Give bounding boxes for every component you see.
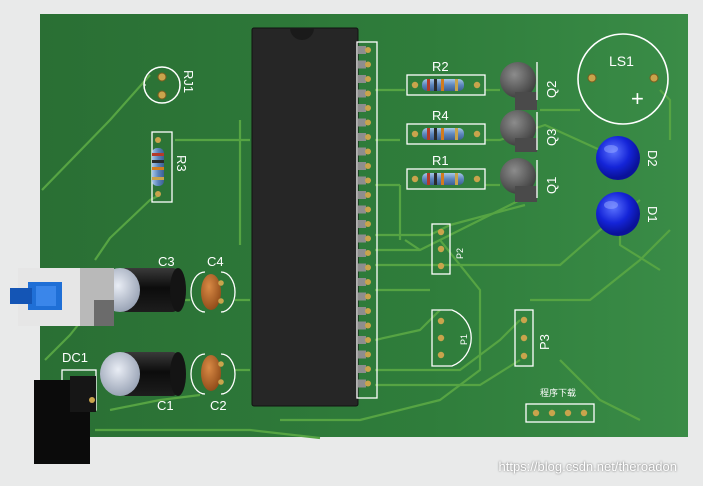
ic-pin <box>358 147 366 156</box>
ic-pin <box>358 263 366 272</box>
c3-label: C3 <box>158 254 175 269</box>
d2-led <box>596 136 640 180</box>
ic-pin <box>358 133 366 141</box>
c1-label: C1 <box>157 398 174 413</box>
ic-pin <box>358 60 366 69</box>
r4-label: R4 <box>432 108 449 123</box>
r2-label: R2 <box>432 59 449 74</box>
download-header-label: 程序下载 <box>540 387 576 399</box>
ic-pin <box>358 234 366 243</box>
p1-header <box>431 309 472 367</box>
ic-pin-pad <box>365 119 371 126</box>
ic-pin-pad <box>365 206 371 213</box>
ic-pin-pad <box>365 148 371 155</box>
c4-label: C4 <box>207 254 224 269</box>
ic-pin <box>358 307 366 315</box>
ic-pin-pad <box>365 337 371 343</box>
ic-pin-pad <box>365 308 371 314</box>
ic-pin <box>358 365 366 373</box>
p3-header <box>514 309 534 367</box>
ic-pin <box>358 220 366 228</box>
ic-pin-pad <box>365 351 371 358</box>
r4-resistor <box>406 123 486 145</box>
watermark: https://blog.csdn.net/theroadon <box>498 459 677 474</box>
p2-header <box>431 223 451 275</box>
ic-pin-pad <box>365 250 371 256</box>
ic-pin <box>358 205 366 214</box>
ic-pin-pad <box>365 134 371 140</box>
ic-pin-pad <box>365 322 371 329</box>
ic-pin-pad <box>365 264 371 271</box>
ic-pin <box>358 321 366 330</box>
ic-pin <box>358 46 366 54</box>
download-header <box>525 403 595 423</box>
ic-pin <box>358 249 366 257</box>
ic-pin-pad <box>365 177 371 184</box>
ic-pin-pad <box>365 366 371 372</box>
p2-label: P2 <box>455 248 465 259</box>
q2-label: Q2 <box>544 81 559 98</box>
q1-transistor <box>500 158 538 202</box>
ic-pin-pad <box>365 47 371 53</box>
ic-pin <box>358 75 366 83</box>
ic-pin <box>358 118 366 127</box>
rj1-component <box>143 66 181 104</box>
q3-label: Q3 <box>544 129 559 146</box>
ls1-label: LS1 <box>609 53 634 69</box>
ic-pin <box>358 104 366 112</box>
ic-pin <box>358 350 366 359</box>
ic-pins <box>358 46 371 388</box>
ic-pin <box>358 292 366 301</box>
r1-label: R1 <box>432 153 449 168</box>
r3-label: R3 <box>174 155 189 172</box>
ic-pin <box>358 162 366 170</box>
ic-pin-pad <box>365 163 371 169</box>
c2-capacitor <box>190 353 236 395</box>
c2-label: C2 <box>210 398 227 413</box>
r1-resistor <box>406 168 486 190</box>
ic-pin-pad <box>365 61 371 68</box>
ic-pin-pad <box>365 235 371 242</box>
ic-pin-pad <box>365 76 371 82</box>
ls1-buzzer <box>577 33 669 125</box>
push-switch <box>10 268 114 326</box>
r2-resistor <box>406 74 486 96</box>
c1-capacitor <box>100 352 186 396</box>
ic-pin <box>358 278 366 286</box>
ic-pin-pad <box>365 380 371 387</box>
p1-label: P1 <box>459 334 469 345</box>
ic-pin <box>358 89 366 98</box>
r3-resistor <box>151 131 173 203</box>
ic-pin <box>358 176 366 185</box>
d1-led <box>596 192 640 236</box>
ic-pin <box>358 191 366 199</box>
q2-transistor <box>500 62 538 110</box>
ic-pin-pad <box>365 293 371 300</box>
ic-pin-pad <box>365 279 371 285</box>
c4-capacitor <box>190 271 236 313</box>
dc1-label: DC1 <box>62 350 88 365</box>
ic-pin <box>358 379 366 388</box>
p3-label: P3 <box>537 334 552 350</box>
ic-pin-pad <box>365 221 371 227</box>
q1-label: Q1 <box>544 177 559 194</box>
main-ic <box>251 27 378 407</box>
d2-label: D2 <box>645 150 660 167</box>
d1-label: D1 <box>645 206 660 223</box>
ic-pin <box>358 336 366 344</box>
ic-pin-pad <box>365 105 371 111</box>
q3-transistor <box>500 110 538 152</box>
rj1-label: RJ1 <box>181 70 196 93</box>
ic-pin-pad <box>365 90 371 97</box>
ic-pin-pad <box>365 192 371 198</box>
dc1-jack <box>34 369 97 464</box>
ls1-plus-label: + <box>631 86 644 111</box>
